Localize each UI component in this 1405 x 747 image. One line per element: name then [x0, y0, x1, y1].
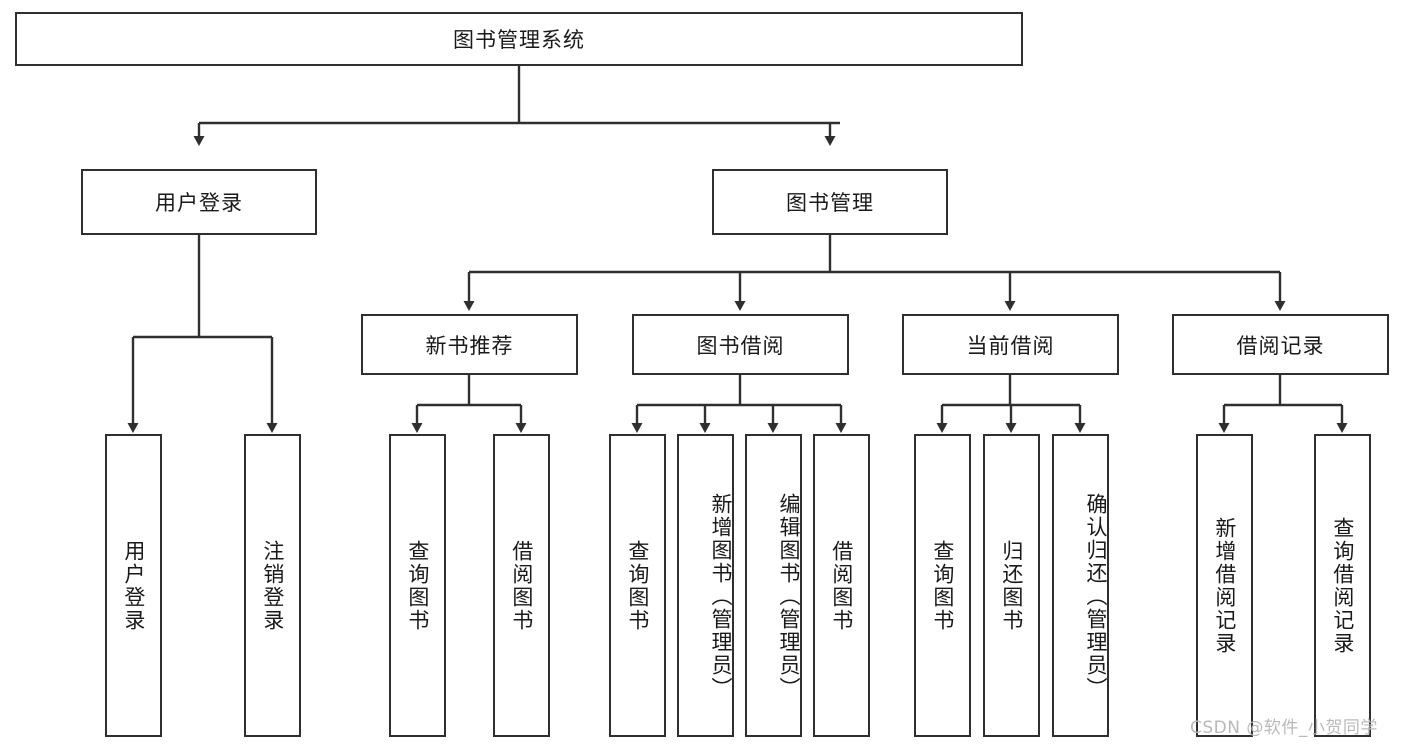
leaf-current-confirm-return-admin[interactable]: 确认归还（管理员） — [1052, 434, 1109, 737]
node-root[interactable]: 图书管理系统 — [15, 12, 1023, 66]
leaf-user-login-login[interactable]: 用户登录 — [105, 434, 162, 737]
node-borrow-record[interactable]: 借阅记录 — [1172, 314, 1389, 375]
leaf-user-login-logout[interactable]: 注销登录 — [244, 434, 301, 737]
node-current-borrow[interactable]: 当前借阅 — [902, 314, 1119, 375]
leaf-borrow-query-book[interactable]: 查询图书 — [609, 434, 666, 737]
leaf-borrow-add-book-admin[interactable]: 新增图书（管理员） — [677, 434, 734, 737]
leaf-borrow-borrow-book[interactable]: 借阅图书 — [813, 434, 870, 737]
watermark-text: CSDN @软件_小贺同学 — [1190, 718, 1378, 738]
leaf-recommend-borrow-book[interactable]: 借阅图书 — [493, 434, 550, 737]
node-book-management[interactable]: 图书管理 — [712, 169, 948, 235]
leaf-current-return-book[interactable]: 归还图书 — [983, 434, 1040, 737]
node-user-login[interactable]: 用户登录 — [81, 169, 317, 235]
leaf-record-add-record[interactable]: 新增借阅记录 — [1196, 434, 1253, 737]
leaf-recommend-query-book[interactable]: 查询图书 — [389, 434, 446, 737]
node-book-borrow[interactable]: 图书借阅 — [632, 314, 849, 375]
leaf-current-query-book[interactable]: 查询图书 — [914, 434, 971, 737]
leaf-borrow-edit-book-admin[interactable]: 编辑图书（管理员） — [745, 434, 802, 737]
node-new-book-recommend[interactable]: 新书推荐 — [361, 314, 578, 375]
leaf-record-query-record[interactable]: 查询借阅记录 — [1314, 434, 1371, 737]
